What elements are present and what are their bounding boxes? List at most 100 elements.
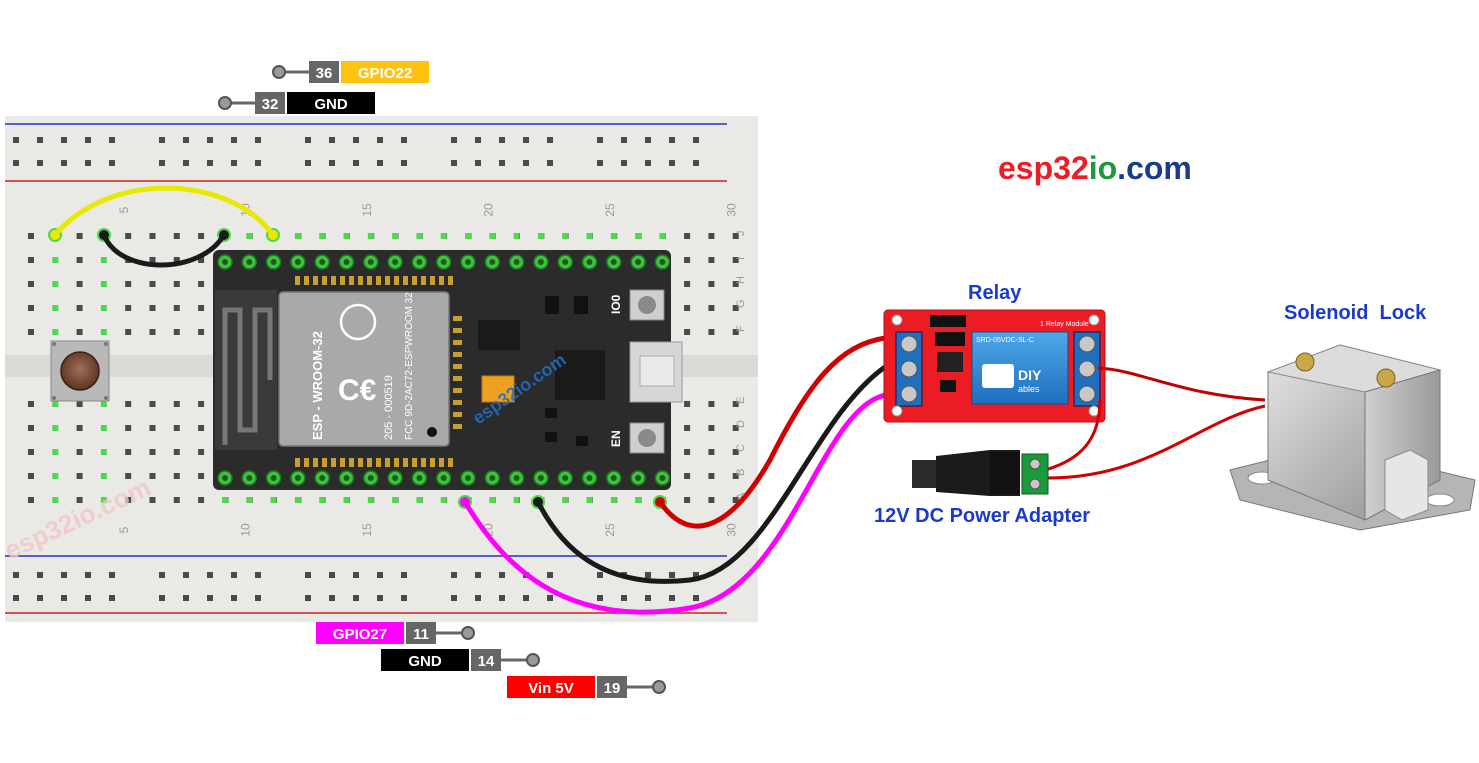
rail-hole bbox=[255, 595, 261, 601]
breadboard-hole-active bbox=[659, 233, 666, 239]
breadboard-hole bbox=[52, 329, 59, 335]
rail-hole bbox=[207, 137, 213, 143]
rail-hole bbox=[231, 595, 237, 601]
rail-hole bbox=[499, 137, 505, 143]
rail-hole bbox=[305, 137, 311, 143]
rail-hole bbox=[645, 595, 651, 601]
breadboard-hole bbox=[28, 329, 34, 335]
breadboard-hole-active bbox=[440, 233, 447, 239]
breadboard-hole bbox=[198, 497, 205, 503]
module-pad bbox=[453, 352, 462, 357]
breadboard-hole bbox=[708, 281, 715, 287]
rail-hole bbox=[231, 160, 237, 166]
dc-power-adapter bbox=[912, 366, 1266, 496]
module-pad bbox=[358, 458, 363, 467]
module-pad bbox=[385, 276, 390, 285]
breadboard-hole-active bbox=[367, 497, 374, 503]
breadboard-hole bbox=[198, 449, 205, 455]
breadboard-hole bbox=[149, 257, 156, 263]
relay-part-number: SRD-05VDC-SL-C bbox=[976, 337, 1034, 344]
top-pin-header bbox=[217, 254, 671, 285]
tantalum-capacitor bbox=[481, 375, 515, 403]
breadboard-hole bbox=[684, 329, 691, 335]
breadboard-hole bbox=[125, 497, 132, 503]
breadboard-hole bbox=[149, 449, 156, 455]
rail-hole bbox=[61, 137, 67, 143]
pin-tag-name: GND bbox=[314, 96, 348, 113]
row-letter: I bbox=[735, 257, 747, 260]
module-pad bbox=[453, 388, 462, 393]
rail-hole bbox=[693, 572, 699, 578]
breadboard-hole-active bbox=[416, 233, 423, 239]
breadboard-hole-active bbox=[343, 233, 350, 239]
module-pad bbox=[331, 458, 336, 467]
rail-hole bbox=[377, 137, 383, 143]
breadboard-hole bbox=[708, 257, 715, 263]
breadboard-hole bbox=[732, 497, 739, 503]
breadboard-hole bbox=[76, 473, 83, 479]
esp32-board: ESP - WROOM-32 205 - 000519 FCC 9D-2AC72… bbox=[48, 228, 683, 509]
module-pad bbox=[453, 400, 462, 405]
rail-hole bbox=[499, 572, 505, 578]
module-pad bbox=[331, 276, 336, 285]
pin-tag-number-box bbox=[309, 61, 339, 83]
breadboard-hole bbox=[28, 305, 34, 311]
pin-tag-number: 36 bbox=[316, 65, 333, 82]
rail-hole bbox=[645, 137, 651, 143]
breadboard-hole bbox=[708, 329, 715, 335]
breadboard-hole bbox=[28, 401, 34, 407]
rail-hole bbox=[37, 160, 43, 166]
column-number: 5 bbox=[117, 206, 131, 213]
breadboard-hole-active bbox=[294, 497, 301, 503]
rail-hole bbox=[523, 137, 529, 143]
rail-hole bbox=[523, 595, 529, 601]
voltage-regulator bbox=[478, 320, 520, 350]
module-pad bbox=[453, 364, 462, 369]
breadboard-hole bbox=[173, 233, 180, 239]
module-pad bbox=[349, 458, 354, 467]
module-pad bbox=[439, 458, 444, 467]
breadboard-hole bbox=[28, 257, 34, 263]
rail-hole bbox=[597, 572, 603, 578]
column-number: 25 bbox=[603, 203, 617, 217]
row-letter: D bbox=[735, 420, 747, 428]
breadboard-hole bbox=[708, 497, 715, 503]
column-number: 30 bbox=[725, 203, 739, 217]
breadboard-hole bbox=[149, 305, 156, 311]
breadboard-hole-active bbox=[537, 233, 544, 239]
rail-hole bbox=[183, 595, 189, 601]
rail-hole bbox=[377, 595, 383, 601]
black-wire-button bbox=[101, 233, 227, 268]
rail-hole bbox=[597, 595, 603, 601]
rail-hole bbox=[159, 160, 165, 166]
breadboard-hole bbox=[76, 329, 83, 335]
module-pad bbox=[421, 458, 426, 467]
pin-tag-number-box bbox=[597, 676, 627, 698]
pin-tag-name: Vin 5V bbox=[528, 680, 574, 697]
breadboard-hole bbox=[125, 305, 132, 311]
rail-hole bbox=[475, 595, 481, 601]
rail-hole bbox=[305, 595, 311, 601]
rail-hole bbox=[377, 160, 383, 166]
breadboard-hole bbox=[173, 497, 180, 503]
module-pad bbox=[385, 458, 390, 467]
breadboard-hole-active bbox=[562, 233, 569, 239]
breadboard-hole bbox=[149, 233, 156, 239]
rail-hole bbox=[159, 572, 165, 578]
module-pad bbox=[358, 276, 363, 285]
rail-hole bbox=[61, 572, 67, 578]
rail-hole bbox=[547, 572, 553, 578]
rail-hole bbox=[499, 160, 505, 166]
breadboard-hole-active bbox=[440, 497, 447, 503]
rail-hole bbox=[85, 572, 91, 578]
breadboard-hole-active bbox=[489, 233, 496, 239]
breadboard-hole bbox=[149, 329, 156, 335]
rail-hole bbox=[183, 572, 189, 578]
rail-hole bbox=[353, 137, 359, 143]
breadboard-hole bbox=[52, 281, 59, 287]
rail-hole bbox=[85, 160, 91, 166]
rail-hole bbox=[451, 572, 457, 578]
